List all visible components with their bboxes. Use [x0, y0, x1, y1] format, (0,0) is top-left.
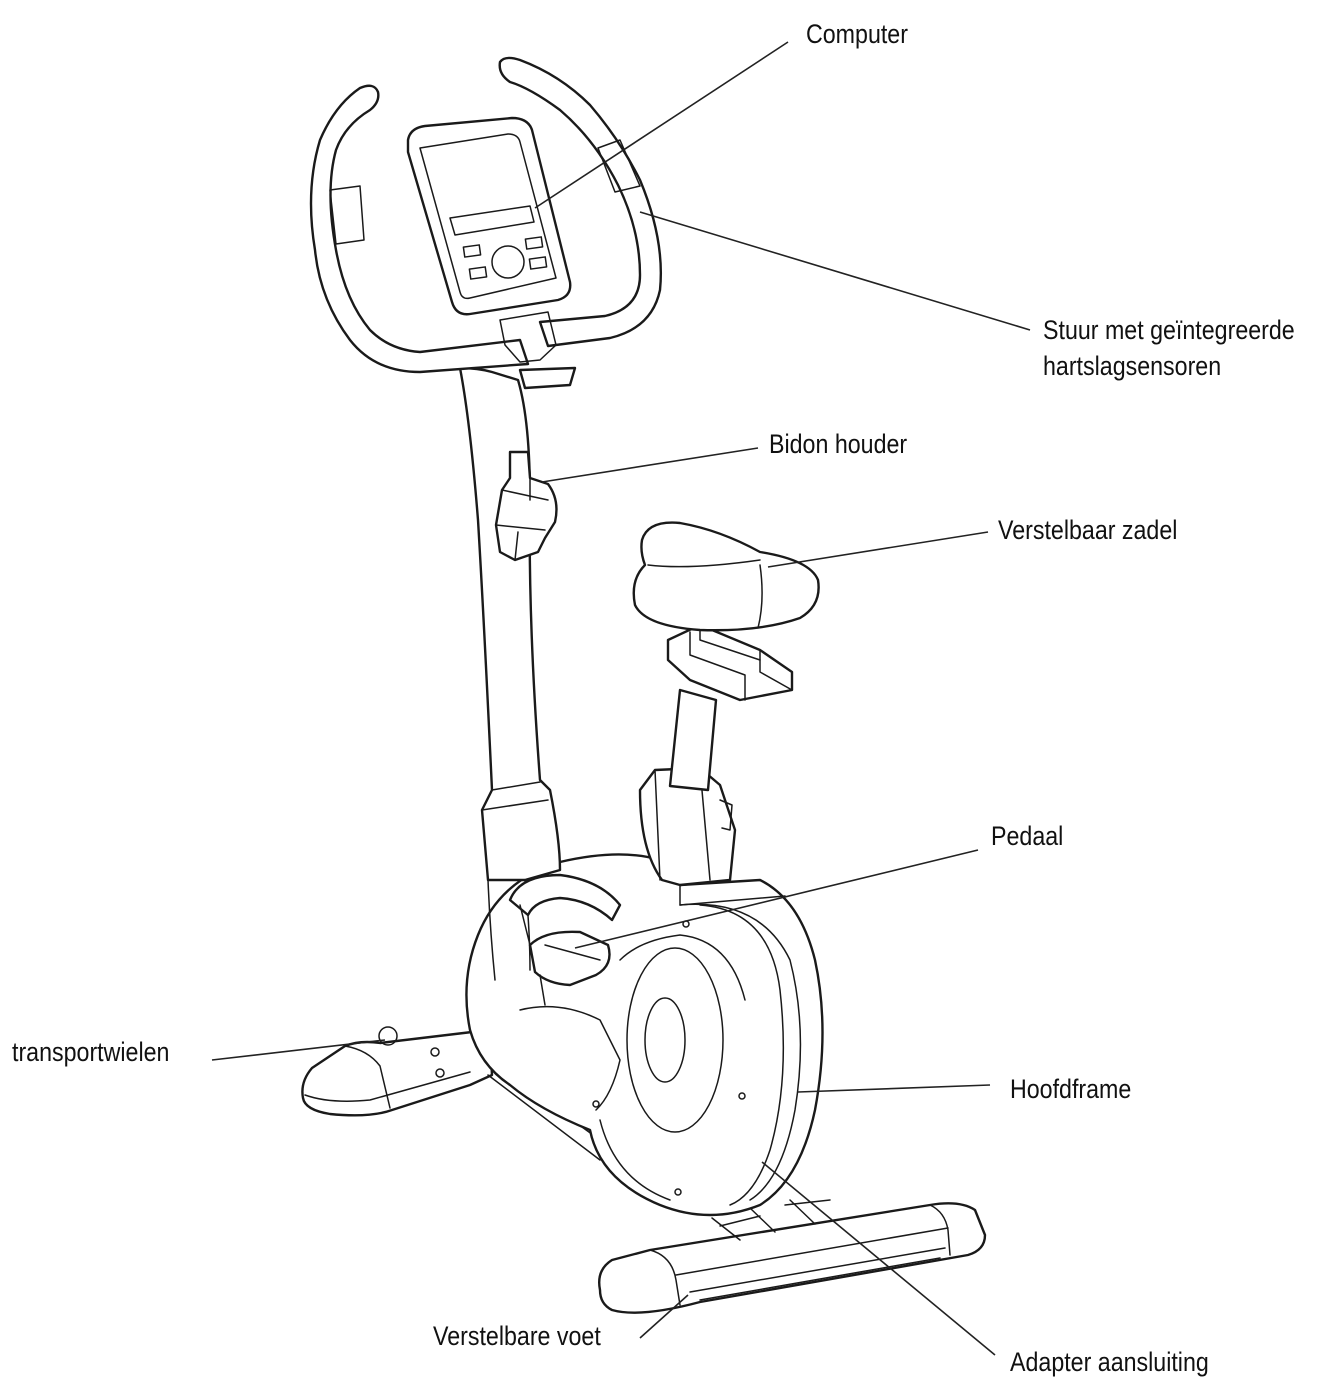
leader-computer	[534, 41, 789, 209]
label-adapter: Adapter aansluiting	[1010, 1347, 1209, 1377]
leader-saddle	[767, 531, 989, 568]
label-bottle-holder: Bidon houder	[769, 429, 908, 459]
leader-handlebar	[639, 211, 1031, 331]
leader-main-frame	[797, 1084, 991, 1093]
label-computer: Computer	[806, 19, 908, 49]
seat-column	[638, 688, 737, 887]
handlebars	[309, 56, 663, 374]
rear-stabilizer	[301, 1026, 494, 1117]
label-transport-wheels: transportwielen	[12, 1037, 170, 1067]
label-adjustable-foot: Verstelbare voet	[433, 1321, 601, 1351]
label-saddle: Verstelbaar zadel	[998, 515, 1178, 545]
leader-transport-wheels	[211, 1039, 386, 1061]
label-main-frame: Hoofdframe	[1010, 1074, 1132, 1104]
bottle-holder	[494, 450, 558, 562]
front-stabilizer	[598, 1199, 987, 1314]
computer-console	[406, 116, 577, 390]
label-handlebar-line2: hartslagsensoren	[1043, 351, 1222, 381]
seat-slider	[666, 623, 794, 702]
leader-adapter	[761, 1161, 996, 1356]
leader-adjustable-foot	[639, 1294, 689, 1339]
leader-lines	[211, 41, 1031, 1356]
leader-bottle-holder	[541, 447, 759, 483]
label-handlebar-line1: Stuur met geïntegreerde	[1043, 315, 1295, 345]
saddle	[632, 521, 820, 632]
label-pedal: Pedaal	[991, 821, 1064, 851]
leader-pedal	[574, 849, 979, 949]
